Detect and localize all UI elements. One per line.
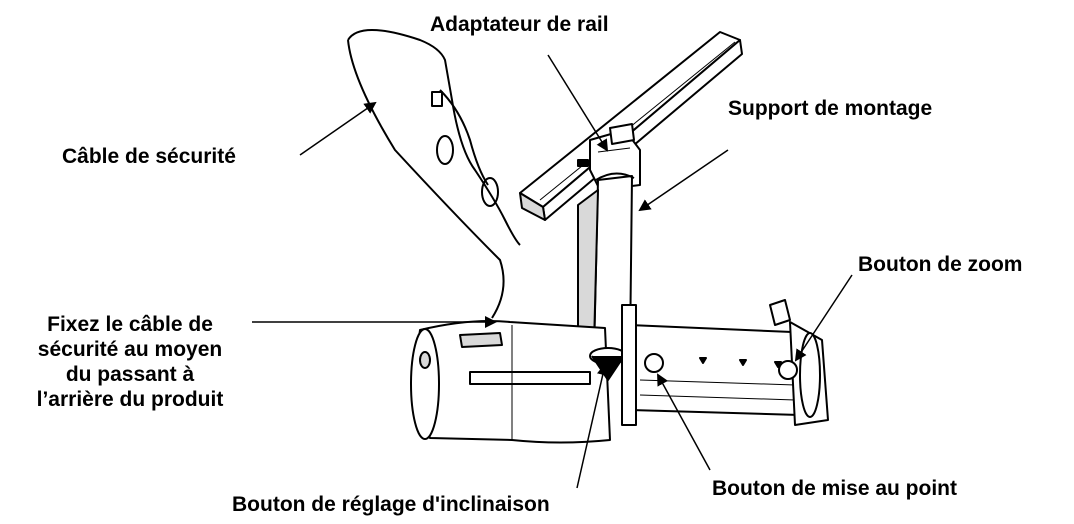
label-safety-attach-line-4: l’arrière du produit: [36, 388, 224, 411]
zoom-knob: [778, 360, 798, 380]
label-safety-attach-line-2: sécurité au moyen: [37, 338, 223, 361]
label-tilt-knob: Bouton de réglage d'inclinaison: [232, 493, 550, 516]
label-focus-knob: Bouton de mise au point: [712, 477, 957, 500]
fixture-illustration: [347, 29, 829, 444]
callout-lines: [252, 54, 853, 489]
focus-knob: [644, 353, 664, 373]
label-rail-adapter: Adaptateur de rail: [430, 13, 609, 36]
callout-rail-adapter: [547, 54, 609, 152]
callout-zoom-knob: [794, 274, 853, 362]
safety-cable: [347, 29, 521, 319]
callout-mounting-bracket: [638, 149, 729, 212]
label-safety-cable: Câble de sécurité: [62, 145, 236, 168]
label-mounting-bracket: Support de montage: [728, 97, 933, 120]
rear-housing: [410, 320, 611, 444]
callout-focus-knob: [657, 373, 711, 471]
callout-safety-cable: [299, 101, 377, 156]
label-zoom-knob: Bouton de zoom: [858, 253, 1023, 276]
label-safety-attach-line-3: du passant à: [65, 363, 195, 386]
callout-tilt-knob: [576, 363, 609, 489]
label-safety-attach: Fixez le câble de sécurité au moyen du p…: [4, 312, 256, 412]
label-safety-attach-line-1: Fixez le câble de: [47, 313, 213, 336]
front-barrel: [621, 304, 801, 426]
